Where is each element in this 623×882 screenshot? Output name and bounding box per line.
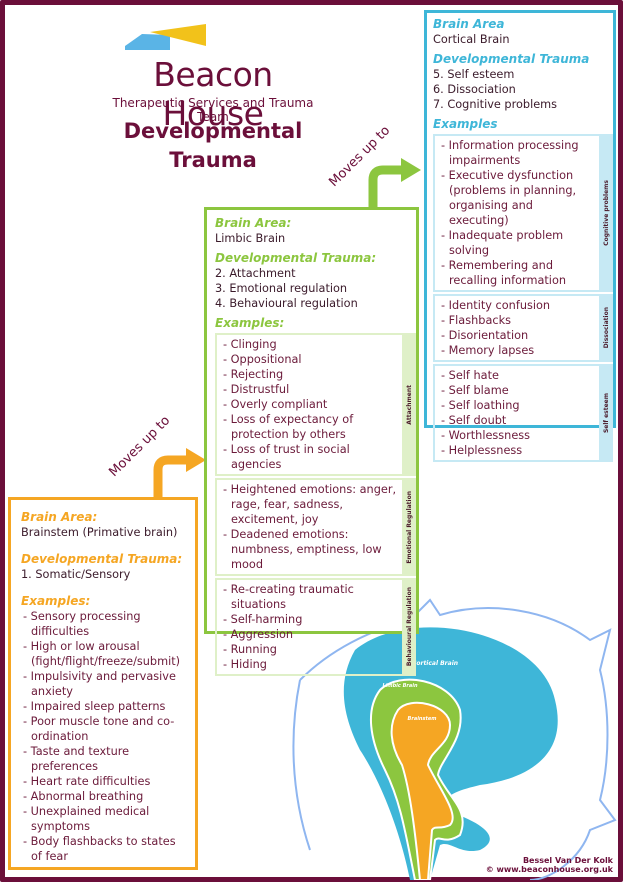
list-item: - Overly compliant — [223, 398, 328, 411]
list-item: - Heightened emotions: anger, rage, fear… — [223, 483, 397, 526]
title-line-2: Trauma — [169, 148, 257, 172]
list-item: - Poor muscle tone and co-ordination — [23, 715, 175, 743]
list-item: - Aggression — [223, 628, 294, 641]
brain-area-heading: Brain Area: — [215, 216, 292, 230]
green-arrow-icon — [368, 158, 421, 210]
list-item: - Self doubt — [441, 414, 507, 427]
section-tab: Behavioural Regulation — [402, 580, 416, 674]
list-item: - Impulsivity and pervasive anxiety — [23, 670, 176, 698]
list-item: - Heart rate difficulties — [23, 775, 151, 788]
section-tab: Attachment — [402, 335, 416, 474]
brainstem-box: Brain Area: Brainstem (Primative brain) … — [8, 497, 198, 870]
brain-area-value: Limbic Brain — [215, 232, 286, 245]
brainstem-region — [390, 701, 454, 880]
list-item: - Sensory processing difficulties — [23, 610, 141, 638]
list-item: - Disorientation — [441, 329, 529, 342]
list-item: - Memory lapses — [441, 344, 535, 357]
list-item: - Taste and texture preferences — [23, 745, 130, 773]
list-item: - Oppositional — [223, 353, 302, 366]
list-item: - Loss of trust in social agencies — [223, 443, 350, 471]
section-tab-label: Self esteem — [602, 392, 610, 434]
logo-tagline: Therapeutic Services and Trauma Team — [112, 96, 314, 124]
trauma-heading: Developmental Trauma — [433, 52, 590, 66]
trauma-heading: Developmental Trauma: — [215, 251, 377, 265]
examples-heading: Examples: — [21, 594, 91, 608]
trauma-item: 6. Dissociation — [433, 83, 516, 96]
section-tab: Cognitive problems — [599, 136, 613, 290]
trauma-item: 7. Cognitive problems — [433, 98, 558, 111]
section-tab-label: Dissociation — [602, 307, 610, 349]
trauma-item: 5. Self esteem — [433, 68, 515, 81]
credit-author: Bessel Van Der Kolk — [522, 856, 613, 865]
list-item: - Re-creating traumatic situations — [223, 583, 354, 611]
limbic-box: Brain Area: Limbic Brain Developmental T… — [204, 207, 419, 676]
list-item: - Self-harming — [223, 613, 303, 626]
credit-website[interactable]: © www.beaconhouse.org.uk — [485, 865, 613, 874]
brain-area-value: Brainstem (Primative brain) — [21, 526, 178, 539]
list-item: - Identity confusion — [441, 299, 551, 312]
list-item: - Self loathing — [441, 399, 520, 412]
list-item: - Abnormal breathing — [23, 790, 144, 803]
trauma-item: 4. Behavioural regulation — [215, 297, 358, 310]
self-esteem-section: - Self hate - Self blame - Self loathing… — [433, 364, 613, 462]
brain-area-heading: Brain Area — [433, 17, 505, 31]
brainstem-label: Brainstem — [408, 716, 437, 722]
page-title: Developmental Trauma — [98, 117, 328, 175]
list-item: - Running — [223, 643, 277, 656]
trauma-item: 1. Somatic/Sensory — [21, 568, 131, 581]
cognitive-problems-section: - Information processing impairments - E… — [433, 134, 613, 292]
examples-heading: Examples — [433, 117, 498, 131]
brain-diagram: Cortical Brain Limbic Brain Brainstem — [292, 598, 617, 880]
section-tab: Self esteem — [599, 366, 613, 460]
section-tab-label: Emotional Regulation — [405, 490, 413, 564]
brain-area-heading: Brain Area: — [21, 510, 98, 524]
list-item: - Body flashbacks to states of fear — [23, 835, 176, 863]
list-item: - Deadened emotions: numbness, emptiness… — [223, 528, 382, 571]
list-item: - Rejecting — [223, 368, 284, 381]
dissociation-section: - Identity confusion - Flashbacks - Diso… — [433, 294, 613, 362]
section-tab-label: Cognitive problems — [602, 180, 610, 246]
section-tab-label: Behavioural Regulation — [405, 587, 413, 667]
cortical-box: Brain Area Cortical Brain Developmental … — [424, 10, 616, 462]
section-tab: Dissociation — [599, 296, 613, 360]
list-item: - Information processing impairments — [441, 139, 579, 167]
list-item: - Hiding — [223, 658, 267, 671]
brain-area-value: Cortical Brain — [433, 33, 510, 46]
emotional-regulation-section: - Heightened emotions: anger, rage, fear… — [215, 478, 416, 576]
examples-list: - Sensory processing difficulties - High… — [21, 609, 185, 864]
section-tab: Emotional Regulation — [402, 480, 416, 574]
section-tab-label: Attachment — [405, 384, 413, 425]
credit: Bessel Van Der Kolk © www.beaconhouse.or… — [486, 856, 613, 874]
list-item: - Worthlessness — [441, 429, 531, 442]
list-item: - Self blame — [441, 384, 509, 397]
examples-heading: Examples: — [215, 316, 285, 330]
trauma-heading: Developmental Trauma: — [21, 552, 183, 566]
trauma-item: 3. Emotional regulation — [215, 282, 348, 295]
list-item: - Distrustful — [223, 383, 290, 396]
logo-title: Beacon House — [153, 55, 273, 133]
list-item: - Flashbacks — [441, 314, 512, 327]
limbic-label: Limbic Brain — [382, 683, 417, 689]
list-item: - Clinging — [223, 338, 277, 351]
list-item: - Loss of expectancy of protection by ot… — [223, 413, 354, 441]
list-item: - Unexplained medical symptoms — [23, 805, 150, 833]
list-item: - Impaired sleep patterns — [23, 700, 166, 713]
title-line-1: Developmental — [123, 119, 303, 143]
list-item: - Helplessness — [441, 444, 523, 457]
cortical-label: Cortical Brain — [412, 660, 458, 667]
orange-arrow-icon — [153, 448, 206, 498]
list-item: - Remembering and recalling information — [441, 259, 567, 287]
list-item: - Inadequate problem solving — [441, 229, 564, 257]
trauma-item: 2. Attachment — [215, 267, 296, 280]
attachment-section: - Clinging - Oppositional - Rejecting - … — [215, 333, 416, 476]
beacon-house-logo-icon — [125, 24, 206, 50]
list-item: - Executive dysfunction (problems in pla… — [441, 169, 577, 227]
list-item: - High or low arousal (fight/flight/free… — [23, 640, 181, 668]
list-item: - Self hate — [441, 369, 499, 382]
behavioural-regulation-section: - Re-creating traumatic situations - Sel… — [215, 578, 416, 676]
